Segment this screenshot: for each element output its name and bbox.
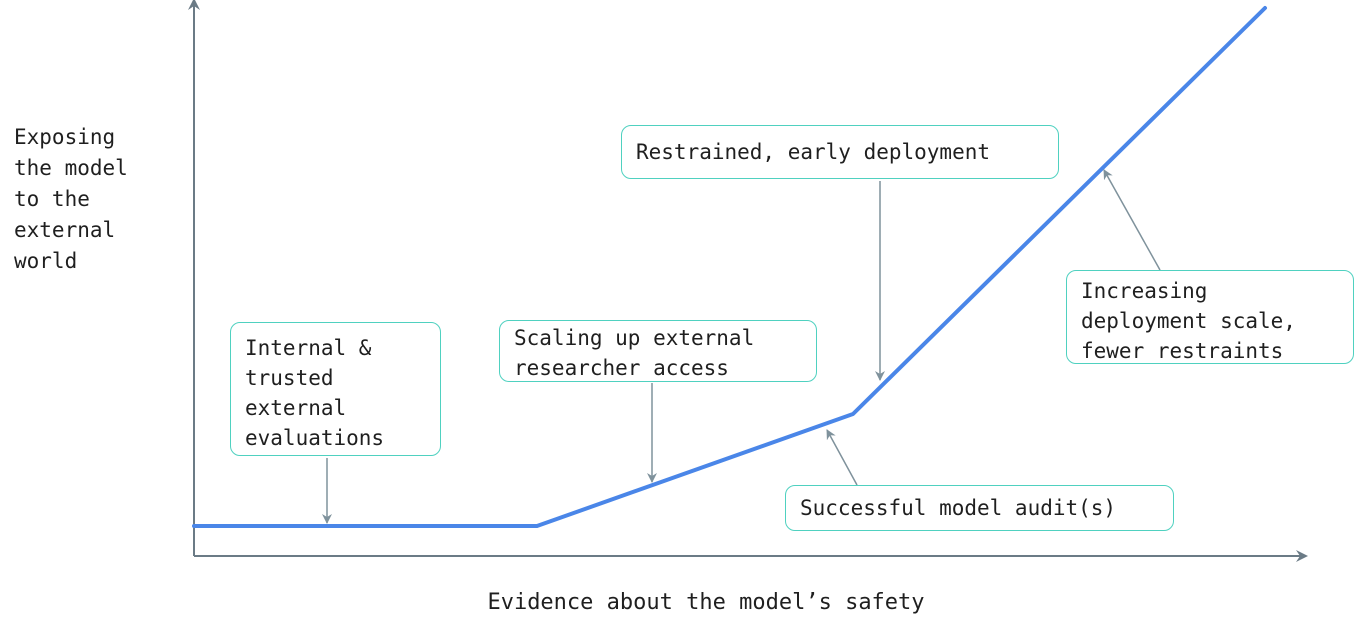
pointer-model-audit	[826, 429, 858, 486]
stage-label-line: deployment scale,	[1081, 309, 1296, 333]
y-axis-label-line: world	[14, 249, 78, 273]
y-axis-label-line: Exposing	[14, 125, 116, 149]
y-axis-label-line: the model	[14, 156, 128, 180]
stage-label-line: Restrained, early deployment	[636, 140, 991, 164]
stage-label-line: Successful model audit(s)	[800, 496, 1117, 520]
stage-box-early-deployment: Restrained, early deployment	[621, 125, 1059, 179]
stage-label-line: researcher access	[514, 356, 729, 380]
stage-label-line: Scaling up external	[514, 326, 755, 350]
stage-box-scaling-access: Scaling up external researcher access	[499, 320, 817, 382]
stage-label-line: evaluations	[245, 426, 385, 450]
stage-label-line: Increasing	[1081, 279, 1208, 303]
exposure-curve	[192, 6, 1267, 528]
stage-box-internal-evaluations: Internal & trusted external evaluations	[230, 322, 441, 456]
stage-label-line: Internal &	[245, 336, 372, 360]
y-axis-label-line: external	[14, 218, 116, 242]
stage-label-line: trusted	[245, 366, 334, 390]
x-axis-label: Evidence about the model’s safety	[487, 590, 925, 615]
stage-box-model-audit: Successful model audit(s)	[785, 485, 1174, 531]
y-axis-label: Exposing the model to the external world	[14, 122, 128, 277]
stage-box-increasing-scale: Increasing deployment scale, fewer restr…	[1066, 270, 1354, 364]
y-axis-label-line: to the	[14, 187, 90, 211]
stage-label-line: external	[245, 396, 347, 420]
pointer-increasing-scale	[1103, 169, 1161, 271]
stage-label-line: fewer restraints	[1081, 339, 1284, 363]
